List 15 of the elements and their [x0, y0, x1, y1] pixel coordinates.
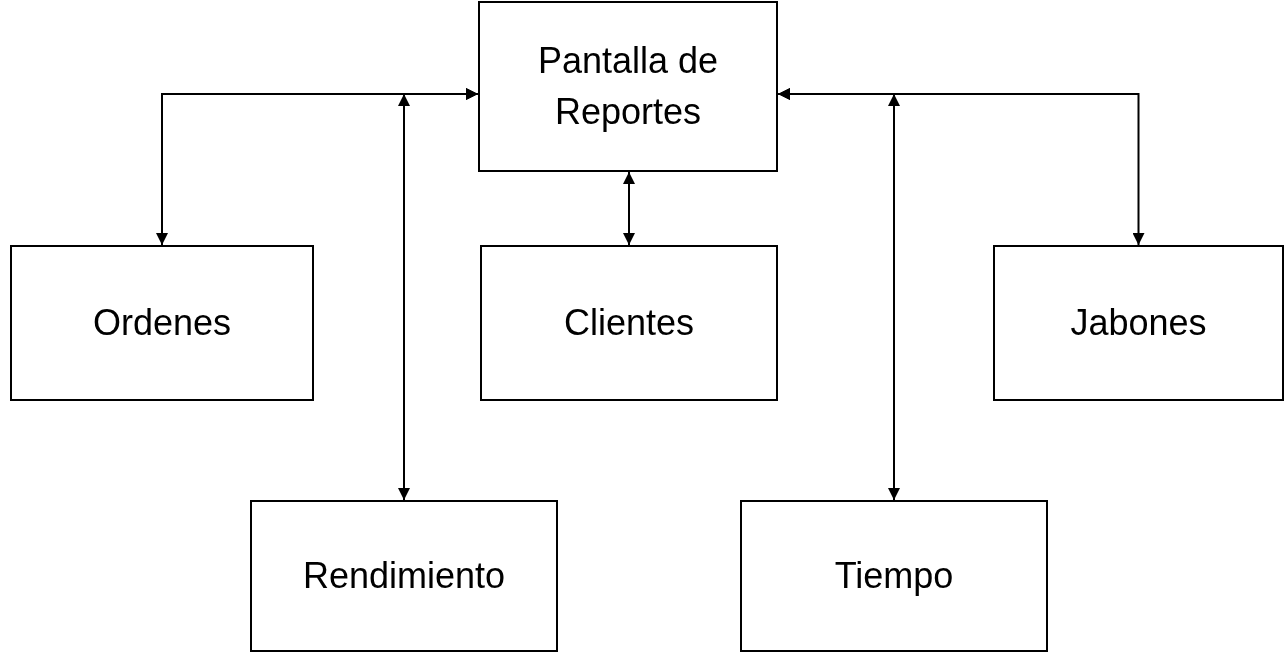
process-box [740, 500, 1048, 652]
box-label: Clientes [562, 300, 696, 345]
arrow [398, 88, 479, 501]
process-box [993, 245, 1284, 401]
box-label: Tiempo [833, 553, 955, 598]
box-label: Jabones [1069, 300, 1208, 345]
arrow [623, 171, 635, 246]
process-box [250, 500, 558, 652]
box-label: Ordenes [91, 300, 233, 345]
process-box [10, 245, 314, 401]
box-label: Pantalla de Reportes [536, 39, 720, 134]
arrow [777, 88, 900, 501]
process-box [480, 245, 778, 401]
process-box [478, 1, 778, 172]
box-label: Rendimiento [301, 553, 507, 598]
